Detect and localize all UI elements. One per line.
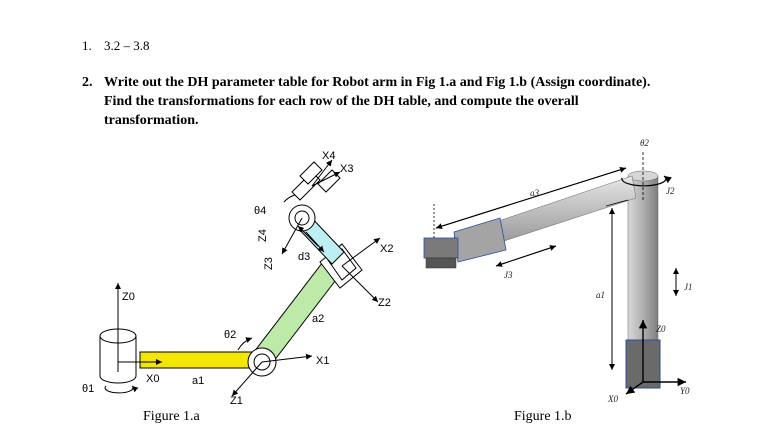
question-2-number: 2. bbox=[82, 75, 93, 90]
label-a2: a2 bbox=[312, 313, 324, 325]
label-theta2: θ2 bbox=[224, 329, 236, 341]
label-z2: Z2 bbox=[378, 297, 391, 309]
label-b-a1: a1 bbox=[596, 290, 605, 300]
label-b-theta2: θ2 bbox=[640, 138, 649, 148]
j3-arrow-b bbox=[495, 245, 557, 267]
figure-a-caption: Figure 1.a bbox=[143, 409, 201, 424]
z3-axis bbox=[281, 217, 303, 255]
prismatic-slide bbox=[453, 217, 507, 263]
label-x3: X3 bbox=[340, 163, 353, 175]
label-z3: Z3 bbox=[263, 257, 275, 270]
figure-b-caption: Figure 1.b bbox=[514, 409, 572, 424]
label-b-z0: Z0 bbox=[656, 324, 666, 334]
label-d3: d3 bbox=[298, 251, 310, 263]
theta1-arc bbox=[104, 385, 139, 394]
z2-axis bbox=[341, 265, 379, 303]
label-z0: Z0 bbox=[122, 291, 135, 303]
label-b-j2: J2 bbox=[666, 186, 675, 196]
label-b-a3: a3 bbox=[530, 188, 540, 198]
d3-arrow-b bbox=[305, 231, 325, 253]
a3-dim-b bbox=[435, 167, 627, 230]
figure-a: X4 X3 θ4 Z4 Z3 d3 X2 Z2 Z0 a2 θ2 X1 X0 a… bbox=[82, 150, 393, 424]
label-z4: Z4 bbox=[257, 229, 269, 242]
x4-axis bbox=[311, 159, 333, 187]
label-theta1: θ1 bbox=[82, 383, 94, 395]
link-1 bbox=[139, 351, 261, 369]
x3-axis bbox=[311, 171, 341, 187]
question-2-line-3: transformation. bbox=[104, 113, 199, 128]
figure-b: θ2 a3 J2 J3 a1 J1 Z0 X0 Y0 Figure 1.b bbox=[423, 138, 693, 424]
question-2-text: Write out the DH parameter table for Rob… bbox=[104, 73, 772, 130]
z1-axis bbox=[231, 361, 263, 397]
x1-axis bbox=[261, 353, 313, 363]
label-x2: X2 bbox=[380, 243, 393, 255]
label-a1: a1 bbox=[192, 375, 204, 387]
question-2-line-2: Find the transformations for each row of… bbox=[104, 94, 579, 109]
label-b-x0: X0 bbox=[607, 394, 618, 404]
label-x0: X0 bbox=[146, 373, 159, 385]
d3-arrow-a bbox=[297, 225, 319, 247]
label-x1: X1 bbox=[316, 355, 329, 367]
theta2-rotation bbox=[621, 175, 672, 187]
question-2: 2. Write out the DH parameter table for … bbox=[82, 73, 772, 130]
question-2-line-1: Write out the DH parameter table for Rob… bbox=[104, 75, 651, 90]
label-z1: Z1 bbox=[230, 395, 243, 407]
x0-axis-b bbox=[625, 381, 644, 395]
label-b-y0: Y0 bbox=[680, 386, 690, 396]
question-1-text: 3.2 – 3.8 bbox=[104, 38, 150, 53]
question-1: 1. 3.2 – 3.8 bbox=[82, 38, 150, 54]
column bbox=[627, 175, 659, 341]
label-b-j1: J1 bbox=[684, 282, 693, 292]
label-x4: X4 bbox=[322, 150, 335, 162]
label-b-j3: J3 bbox=[504, 270, 513, 280]
theta2-arc bbox=[237, 337, 253, 351]
x2-axis bbox=[341, 237, 381, 267]
label-theta4: θ4 bbox=[254, 205, 266, 217]
question-1-number: 1. bbox=[82, 38, 92, 53]
gripper-b bbox=[423, 237, 459, 269]
